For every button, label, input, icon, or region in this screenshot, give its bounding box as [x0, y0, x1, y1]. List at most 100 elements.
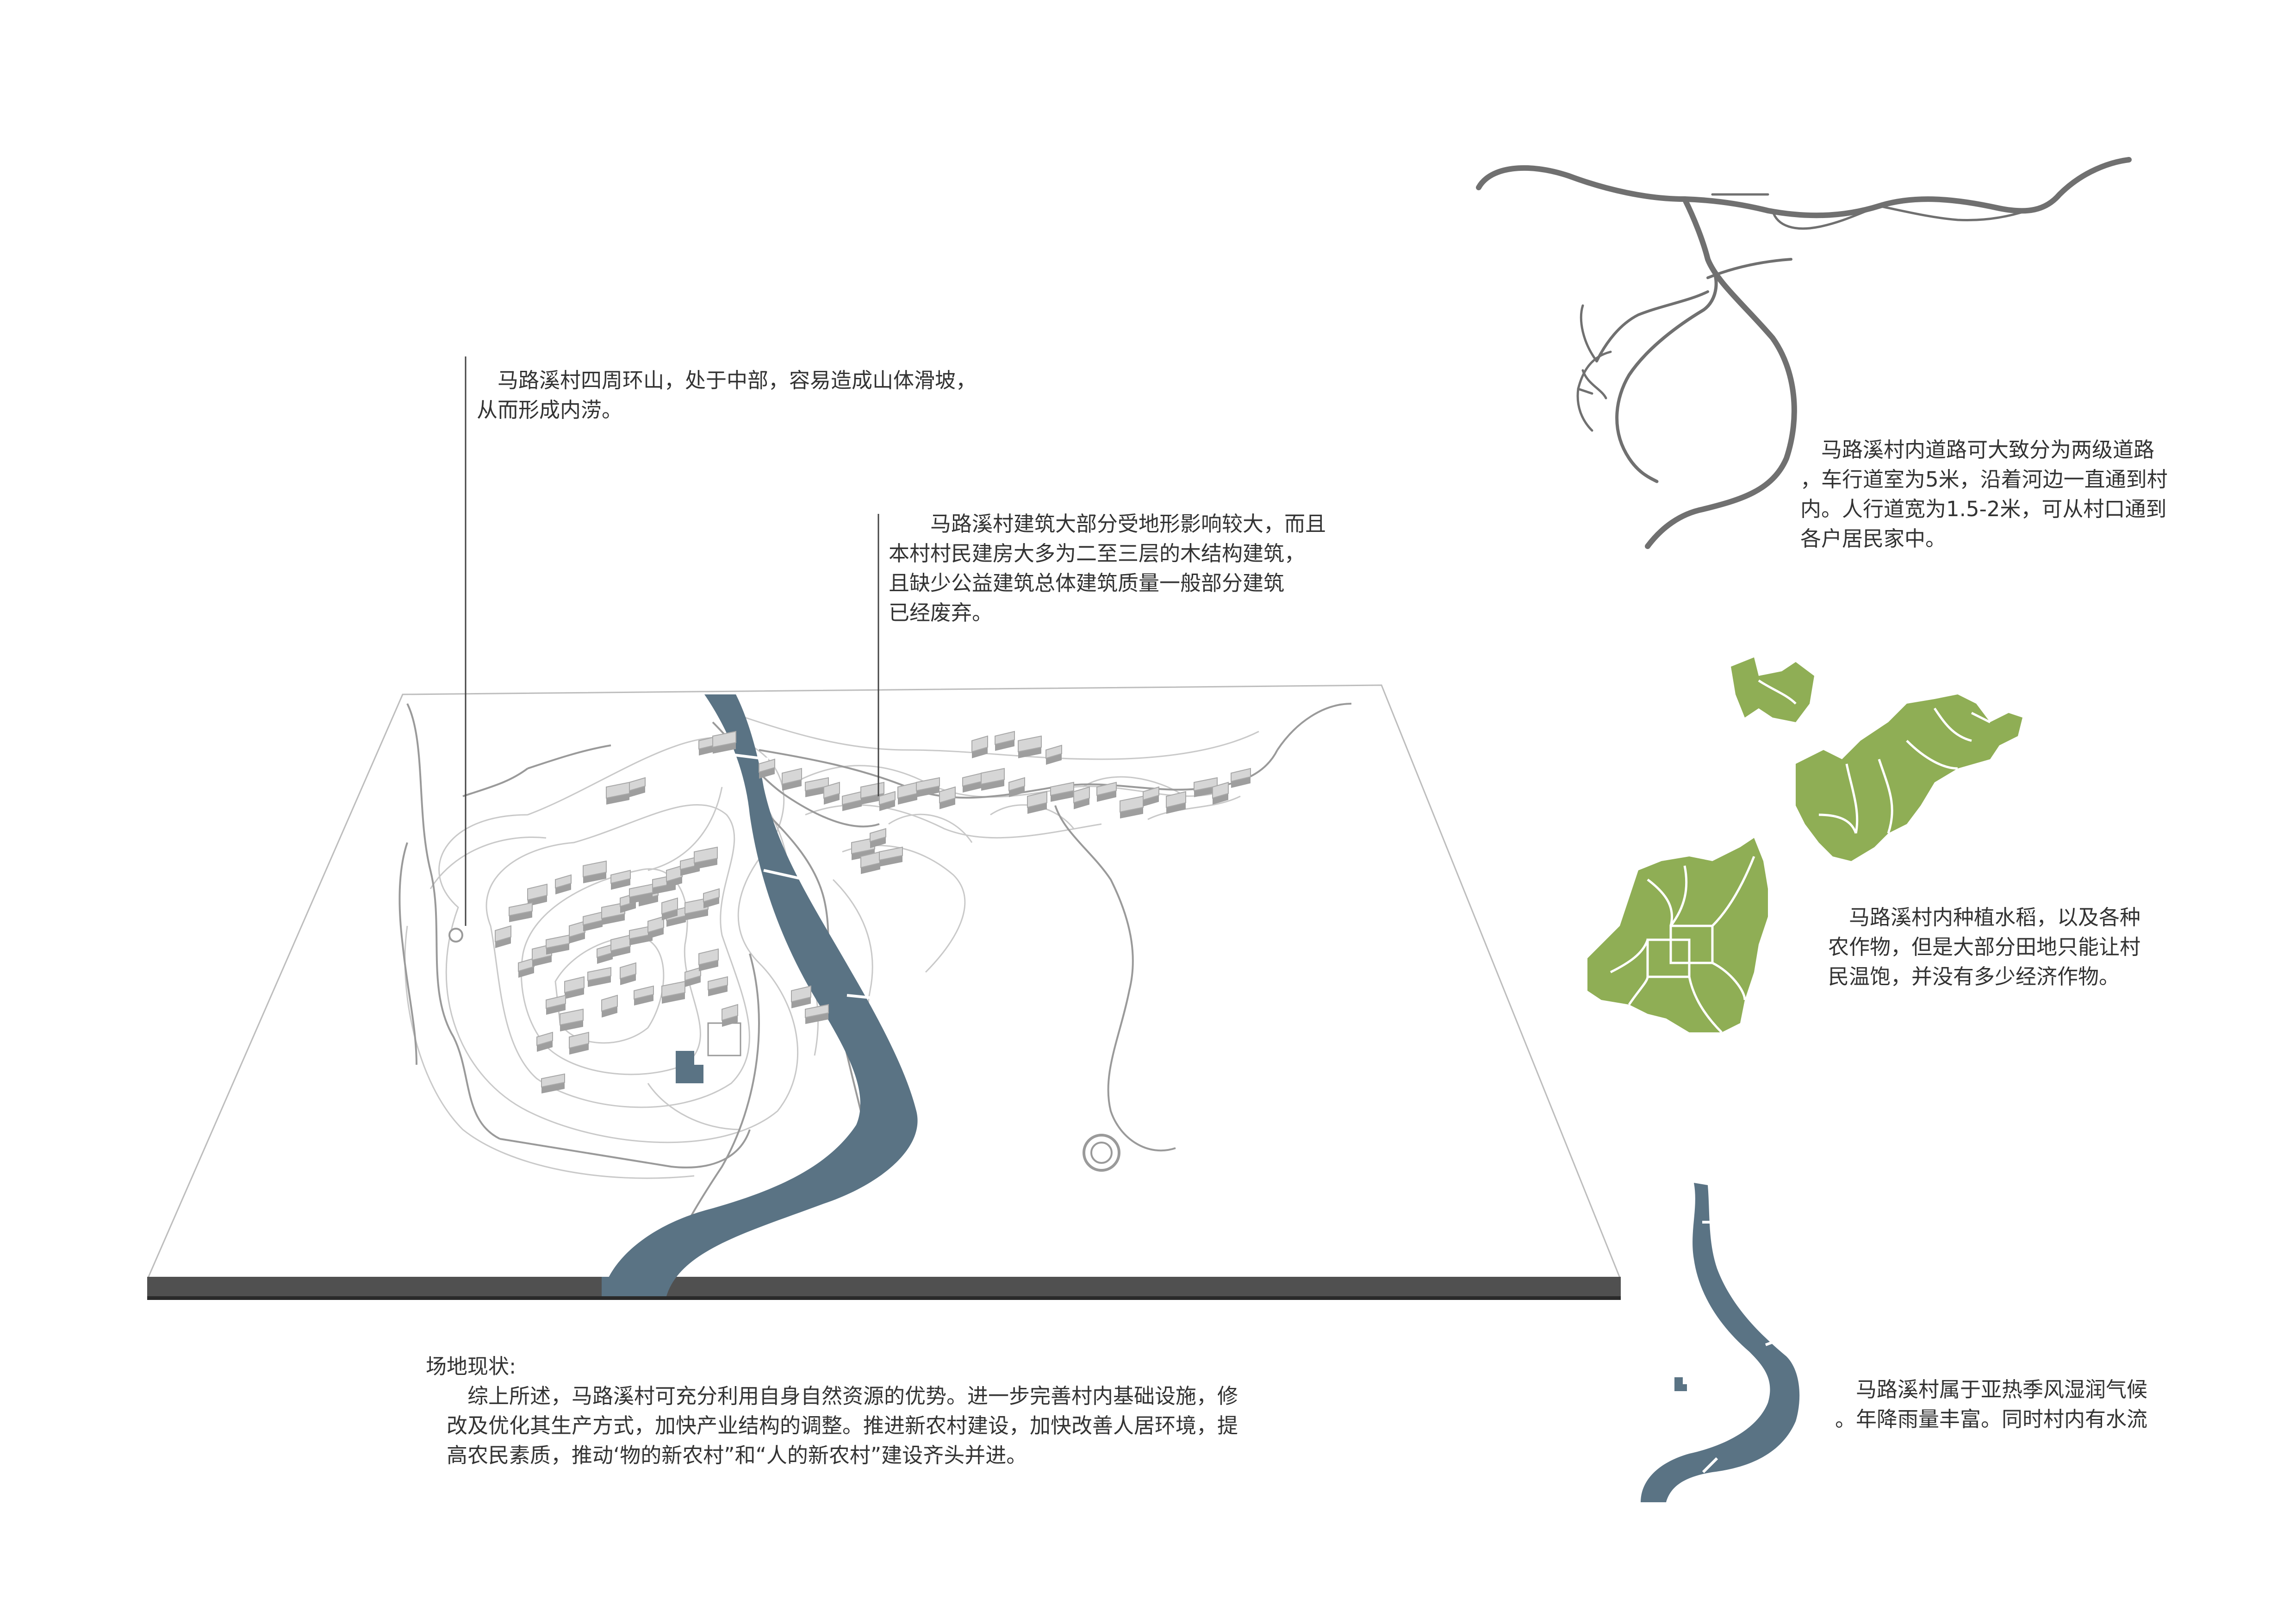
village-building-side [546, 943, 569, 955]
village-building-side [1046, 754, 1062, 765]
village-building [610, 934, 631, 952]
model-base-shadow [147, 1296, 1621, 1300]
village-building [722, 1004, 738, 1021]
village-building [495, 925, 511, 943]
village-building [708, 976, 728, 991]
village-building [555, 874, 572, 889]
village-building-side [708, 985, 728, 996]
village-building [1050, 781, 1074, 796]
village-building-side [597, 953, 613, 964]
village-building [684, 967, 701, 981]
village-building-side [685, 976, 701, 987]
site-status-line: 高农民素质，推动‘物的新农村”和“人的新农村”建设齐头并进。 [426, 1443, 1027, 1468]
farmland-field-lines [1610, 679, 1991, 1033]
village-building-side [569, 1043, 589, 1055]
annotation-roads-line: ，车行道室为5米，沿着河边一直通到村 [1800, 467, 2168, 492]
village-building [629, 777, 646, 792]
site-status-line: 改及优化其生产方式，加快产业结构的调整。推进新农村建设，加快改善人居环境，提 [426, 1413, 1238, 1438]
village-building-side [972, 747, 988, 758]
village-building-side [898, 793, 917, 805]
annotation-buildings: 马路溪村建筑大部分受地形影响较大，而且 本村村民建房大多为二至三层的木结构建筑，… [889, 509, 1326, 628]
village-building [1008, 777, 1025, 792]
village-building-side [861, 863, 880, 874]
village-building [583, 860, 607, 878]
village-building-side [852, 849, 875, 860]
model-base-top [147, 684, 1621, 1279]
village-building [1212, 781, 1229, 799]
village-building-side [1018, 747, 1041, 758]
village-building-side [648, 928, 664, 939]
annotation-mountain-line: 从而形成内涝。 [477, 398, 623, 422]
village-building-side [509, 911, 532, 922]
annotation-roads: 马路溪村内道路可大致分为两级道路 ，车行道室为5米，沿着河边一直通到村 内。人行… [1800, 435, 2168, 554]
annotation-mountain-line: 马路溪村四周环山，处于中部，容易造成山体滑坡， [477, 368, 977, 393]
road-network-map [1476, 157, 2132, 549]
village-building [1073, 786, 1090, 804]
village-building [541, 1073, 565, 1088]
village-building-side [1143, 795, 1159, 806]
public-building [676, 1051, 703, 1083]
village-building-side [588, 976, 611, 987]
village-building-side [722, 1016, 738, 1027]
village-building-side [963, 781, 982, 793]
river-map [1641, 1183, 1800, 1502]
village-building-side [685, 909, 708, 920]
village-building-side [699, 960, 718, 971]
village-building [610, 869, 631, 884]
village-building [1166, 791, 1186, 808]
village-building-side [537, 1041, 553, 1052]
village-building-side [1166, 803, 1186, 814]
model-base-edge [147, 1277, 1621, 1296]
village-building-side [634, 994, 653, 1006]
farmland-patch-west [1587, 838, 1768, 1032]
village-building-side [940, 798, 955, 809]
village-building [1018, 735, 1042, 753]
annotation-mountain: 马路溪村四周环山，处于中部，容易造成山体滑坡， 从而形成内涝。 [477, 366, 977, 425]
village-building-side [805, 786, 828, 797]
village-building-side [916, 786, 940, 797]
village-building-side [1009, 786, 1025, 797]
site-model [147, 684, 1621, 1300]
village-building [587, 967, 611, 981]
farmland-patch-east [1796, 694, 2022, 861]
village-building-side [1120, 807, 1143, 818]
village-building-side [995, 740, 1014, 751]
site-status-block: 场地现状: 综上所述，马路溪村可充分利用自身自然资源的优势。进一步完善村内基础设… [426, 1352, 1238, 1470]
site-status-line: 综上所述，马路溪村可充分利用自身自然资源的优势。进一步完善村内基础设施，修 [426, 1384, 1238, 1408]
roundabout-west [448, 928, 463, 943]
village-building-side [759, 768, 775, 779]
village-building [981, 768, 1005, 785]
village-building-side [620, 902, 636, 913]
village-building-side [791, 997, 811, 1008]
river-base-cut [602, 1277, 666, 1296]
village-building [791, 985, 811, 1003]
river-bridge-south [846, 994, 894, 1001]
village-building [601, 994, 618, 1012]
village-building [782, 768, 802, 785]
village-building [995, 731, 1015, 745]
annotation-buildings-line: 本村村民建房大多为二至三层的木结构建筑， [889, 541, 1306, 566]
village-building [759, 758, 775, 773]
village-building-side [805, 1013, 828, 1024]
village-building-side [824, 793, 840, 805]
village-building-side [606, 793, 629, 805]
village-building [694, 846, 718, 864]
village-building [546, 994, 566, 1009]
village-building-side [1213, 793, 1228, 805]
village-building-side [602, 1006, 617, 1018]
village-building-side [666, 916, 686, 927]
village-building [1120, 795, 1144, 813]
village-building-side [713, 743, 736, 754]
village-building [518, 957, 535, 972]
annotation-climate-line: 马路溪村属于亚热季风湿润气候 [1835, 1377, 2148, 1402]
village-building-side [546, 1004, 566, 1015]
river-map-channel [1641, 1183, 1800, 1502]
village-building-side [611, 879, 630, 890]
village-building [569, 920, 585, 938]
village-building-side [879, 800, 895, 811]
village-building-side [620, 974, 636, 985]
site-status-title: 场地现状: [426, 1354, 516, 1379]
river-map-building [1674, 1377, 1687, 1391]
village-building-side [1097, 791, 1116, 802]
